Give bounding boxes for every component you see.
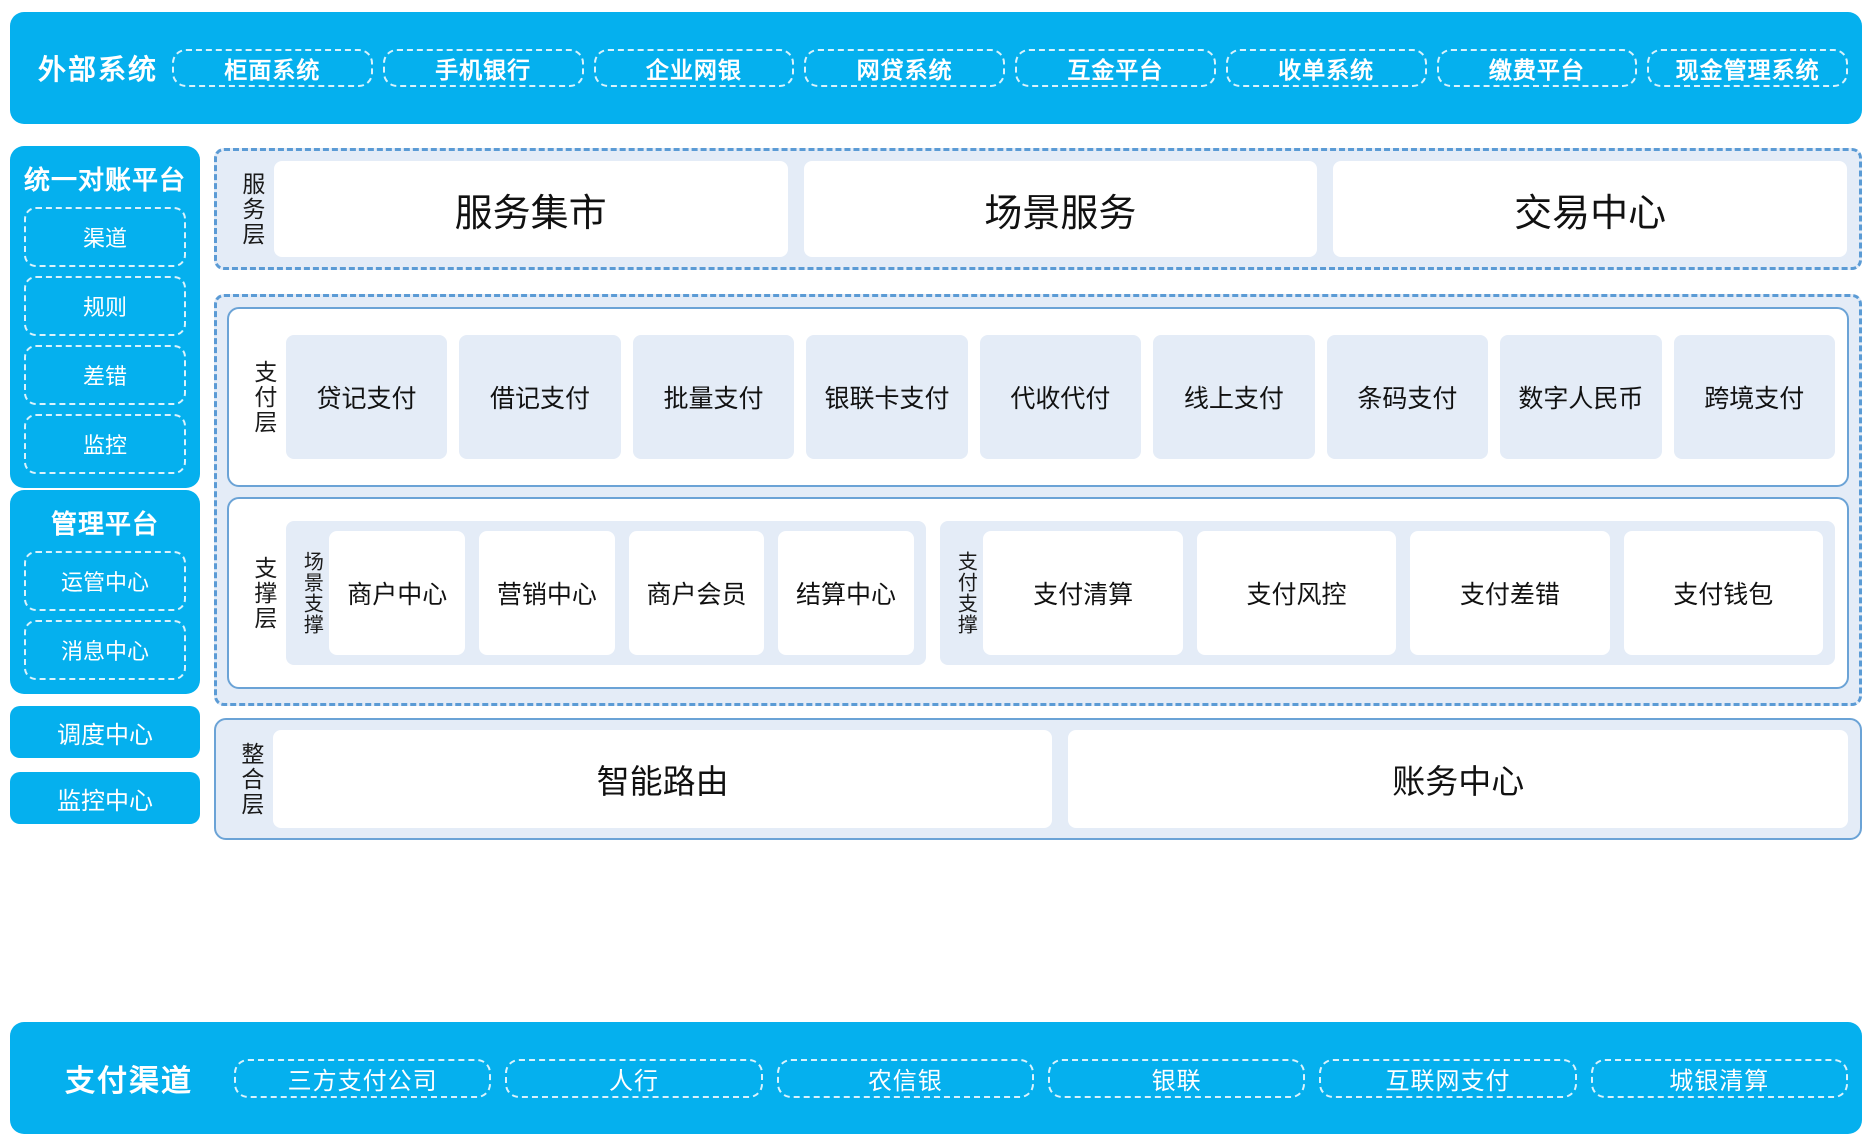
sidebar-item-operations-center[interactable]: 运管中心: [24, 551, 186, 611]
support-group-scene-label: 场景支撑: [300, 551, 323, 635]
integration-layer-label: 整合层: [237, 741, 264, 817]
service-layer-zone: 服务层 服务集市 场景服务 交易中心: [214, 148, 1862, 270]
service-card[interactable]: 交易中心: [1333, 161, 1847, 257]
sidebar-monitoring-center[interactable]: 监控中心: [10, 772, 200, 824]
external-system-item[interactable]: 现金管理系统: [1647, 49, 1848, 87]
payment-support-zone: 支付层 贷记支付 借记支付 批量支付 银联卡支付 代收代付 线上支付 条码支付 …: [214, 294, 1862, 706]
support-group-payment: 支付支撑 支付清算 支付风控 支付差错 支付钱包: [939, 521, 1835, 665]
sidebar-scheduling-center[interactable]: 调度中心: [10, 706, 200, 758]
support-card[interactable]: 营销中心: [479, 531, 615, 655]
sidebar-item-channel[interactable]: 渠道: [24, 207, 186, 267]
payment-card[interactable]: 跨境支付: [1673, 335, 1836, 459]
support-layer-label: 支撑层: [250, 555, 277, 631]
payment-layer-panel: 支付层 贷记支付 借记支付 批量支付 银联卡支付 代收代付 线上支付 条码支付 …: [227, 307, 1849, 487]
support-card[interactable]: 支付差错: [1410, 531, 1610, 655]
sidebar-management-title: 管理平台: [50, 509, 159, 539]
payment-layer-cards: 贷记支付 借记支付 批量支付 银联卡支付 代收代付 线上支付 条码支付 数字人民…: [285, 335, 1836, 459]
payment-channel-item[interactable]: 银联: [1047, 1058, 1306, 1098]
payment-card[interactable]: 借记支付: [459, 335, 621, 459]
support-group-payment-cards: 支付清算 支付风控 支付差错 支付钱包: [983, 531, 1823, 655]
sidebar-management-platform: 管理平台 运管中心 消息中心: [10, 490, 200, 694]
integration-layer-panel: 整合层 智能路由 账务中心: [214, 718, 1862, 840]
support-layer-panel: 支撑层 场景支撑 商户中心 营销中心 商户会员 结算中心 支付支撑 支付清算: [227, 497, 1849, 689]
payment-card[interactable]: 银联卡支付: [806, 335, 968, 459]
payment-channel-list: 三方支付公司 人行 农信银 银联 互联网支付 城银清算: [234, 1049, 1848, 1108]
service-layer-cards: 服务集市 场景服务 交易中心: [273, 161, 1847, 257]
payment-card[interactable]: 条码支付: [1326, 335, 1489, 459]
external-system-item[interactable]: 网贷系统: [804, 49, 1005, 87]
external-system-item[interactable]: 收单系统: [1225, 49, 1427, 87]
sidebar-reconciliation-title: 统一对账平台: [24, 165, 187, 195]
support-card[interactable]: 商户会员: [628, 531, 765, 655]
payment-card[interactable]: 批量支付: [632, 335, 795, 459]
sidebar-item-monitor[interactable]: 监控: [24, 414, 186, 474]
external-system-item[interactable]: 互金平台: [1015, 49, 1216, 87]
payment-channel-item[interactable]: 三方支付公司: [234, 1058, 492, 1098]
sidebar-item-rule[interactable]: 规则: [24, 276, 186, 336]
payment-channel-title: 支付渠道: [65, 1065, 193, 1098]
payment-channel-item[interactable]: 人行: [505, 1058, 763, 1098]
payment-channel-item[interactable]: 城银清算: [1590, 1058, 1848, 1098]
payment-channel-item[interactable]: 农信银: [776, 1058, 1034, 1098]
support-group-scene: 场景支撑 商户中心 营销中心 商户会员 结算中心: [285, 521, 926, 665]
payment-channel-item[interactable]: 互联网支付: [1319, 1058, 1577, 1098]
integration-layer-cards: 智能路由 账务中心: [272, 730, 1849, 828]
service-layer-label: 服务层: [238, 171, 265, 247]
external-systems-list: 柜面系统 手机银行 企业网银 网贷系统 互金平台 收单系统 缴费平台 现金管理系…: [172, 39, 1848, 97]
payment-card[interactable]: 代收代付: [979, 335, 1142, 459]
integration-card[interactable]: 智能路由: [272, 730, 1053, 828]
support-card[interactable]: 结算中心: [778, 531, 914, 655]
support-layer-groups: 场景支撑 商户中心 营销中心 商户会员 结算中心 支付支撑 支付清算 支付风控 …: [285, 521, 1835, 665]
external-systems-title: 外部系统: [37, 54, 158, 85]
support-group-payment-label: 支付支撑: [954, 551, 977, 635]
sidebar-item-message-center[interactable]: 消息中心: [24, 620, 186, 680]
external-system-item[interactable]: 柜面系统: [172, 49, 373, 87]
sidebar-reconciliation-platform: 统一对账平台 渠道 规则 差错 监控: [10, 146, 200, 488]
integration-card[interactable]: 账务中心: [1068, 730, 1849, 828]
external-system-item[interactable]: 手机银行: [382, 49, 584, 87]
payment-card[interactable]: 贷记支付: [285, 335, 448, 459]
support-card[interactable]: 支付钱包: [1623, 531, 1823, 655]
service-card[interactable]: 场景服务: [803, 161, 1318, 257]
payment-layer-label: 支付层: [250, 359, 277, 435]
external-system-item[interactable]: 缴费平台: [1436, 49, 1638, 87]
support-card[interactable]: 商户中心: [329, 531, 466, 655]
sidebar-item-error[interactable]: 差错: [24, 345, 186, 405]
external-system-item[interactable]: 企业网银: [593, 49, 795, 87]
payment-card[interactable]: 线上支付: [1153, 335, 1315, 459]
external-systems-bar: 外部系统 柜面系统 手机银行 企业网银 网贷系统 互金平台 收单系统 缴费平台 …: [10, 12, 1862, 124]
support-group-scene-cards: 商户中心 营销中心 商户会员 结算中心: [329, 531, 914, 655]
support-card[interactable]: 支付清算: [983, 531, 1183, 655]
support-card[interactable]: 支付风控: [1196, 531, 1397, 655]
payment-channel-bar: 支付渠道 三方支付公司 人行 农信银 银联 互联网支付 城银清算: [10, 1022, 1862, 1134]
payment-card[interactable]: 数字人民币: [1500, 335, 1662, 459]
service-card[interactable]: 服务集市: [273, 161, 788, 257]
